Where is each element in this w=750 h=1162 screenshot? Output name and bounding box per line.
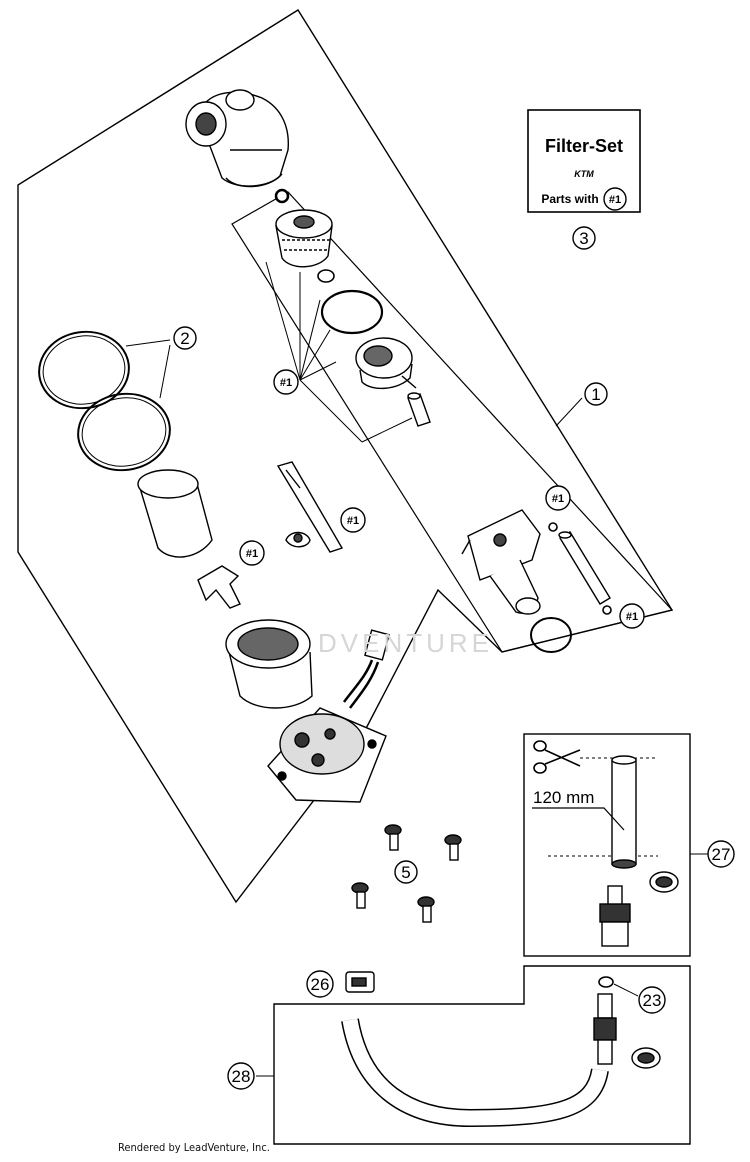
svg-text:#1: #1: [347, 515, 359, 527]
pump-housing-top: [185, 89, 289, 188]
hose-kit-box: [523, 733, 691, 957]
svg-text:26: 26: [311, 975, 330, 994]
hose-cut: [611, 755, 637, 869]
watermark: DVENTURE: [318, 628, 494, 658]
o-ring-tiny-a: [548, 522, 558, 532]
footer-credit: Rendered by LeadVenture, Inc.: [118, 1141, 270, 1154]
pump-flange: [267, 707, 387, 803]
measure-leader: [532, 807, 625, 831]
strainer-strip: [276, 461, 344, 553]
filter-set-brand: KTM: [574, 169, 594, 179]
callout-5: 5: [394, 860, 418, 884]
callout-26: 26: [306, 970, 334, 998]
svg-text:2: 2: [180, 329, 189, 348]
filter-set-title: Filter-Set: [545, 136, 623, 156]
svg-text:23: 23: [643, 991, 662, 1010]
tag-1-bracket: #1: [239, 540, 265, 566]
measure-lines: [548, 757, 658, 857]
filter-group-outline: [231, 191, 674, 653]
leader-2: [125, 339, 171, 399]
hose-fitting: [593, 993, 617, 1065]
filter-set-box: Filter-Set KTM Parts with #1: [527, 109, 641, 213]
tag-leaders-filter: [265, 261, 413, 443]
small-seal-top: [274, 188, 290, 204]
tag-1-motor: #1: [545, 485, 571, 511]
fuel-pump-motor: [461, 509, 541, 615]
wire-connector: [343, 629, 390, 709]
fuel-tube-long: [558, 531, 611, 605]
main-assembly-outline: [17, 9, 674, 904]
pump-cup: [225, 619, 313, 709]
tag-1-filter-group: #1: [273, 369, 299, 395]
leader-1: [555, 397, 583, 427]
o-ring-large: [320, 289, 384, 335]
callout-23: 23: [638, 986, 666, 1014]
pressure-regulator: [355, 337, 417, 389]
o-ring-23: [598, 976, 614, 988]
bracket-clip: [197, 565, 241, 609]
callout-2: 2: [173, 326, 197, 350]
callout-28: 28: [227, 1062, 255, 1090]
o-ring-tiny-b: [602, 605, 612, 615]
callout-1: 1: [584, 382, 608, 406]
callout-3: 3: [572, 226, 596, 250]
svg-text:1: 1: [591, 385, 600, 404]
hose-bent-inner: [342, 1018, 608, 1126]
svg-text:28: 28: [232, 1067, 251, 1086]
fuel-tube-short: [407, 392, 431, 427]
sealing-rings: [38, 330, 171, 472]
hose-assembly-frame: [273, 965, 691, 1145]
measurement-label: 120 mm: [533, 788, 594, 807]
o-ring-lower: [530, 617, 572, 653]
filter-set-parts-with: Parts with: [541, 192, 598, 206]
leader-23: [613, 983, 639, 997]
scissors-icon: [533, 740, 581, 774]
quick-coupling: [599, 885, 631, 947]
tag-1-tube: #1: [619, 603, 645, 629]
clamp-26: [345, 971, 375, 993]
o-ring-small: [317, 269, 335, 283]
hose-clamp-a: [649, 871, 679, 893]
svg-text:#1: #1: [552, 493, 564, 505]
svg-text:#1: #1: [280, 377, 292, 389]
filter-sleeve: [137, 469, 213, 558]
svg-text:3: 3: [579, 229, 588, 248]
filter-cartridge: [275, 209, 333, 268]
tag-1-strainer: #1: [340, 507, 366, 533]
screws: [351, 824, 462, 923]
svg-text:#1: #1: [626, 611, 638, 623]
svg-text:5: 5: [401, 863, 410, 882]
filter-set-tag: #1: [609, 194, 621, 206]
svg-text:27: 27: [712, 845, 731, 864]
svg-text:#1: #1: [246, 548, 258, 560]
callout-27: 27: [707, 840, 735, 868]
hose-clamp-b: [631, 1047, 661, 1069]
retaining-clip: [285, 531, 311, 548]
